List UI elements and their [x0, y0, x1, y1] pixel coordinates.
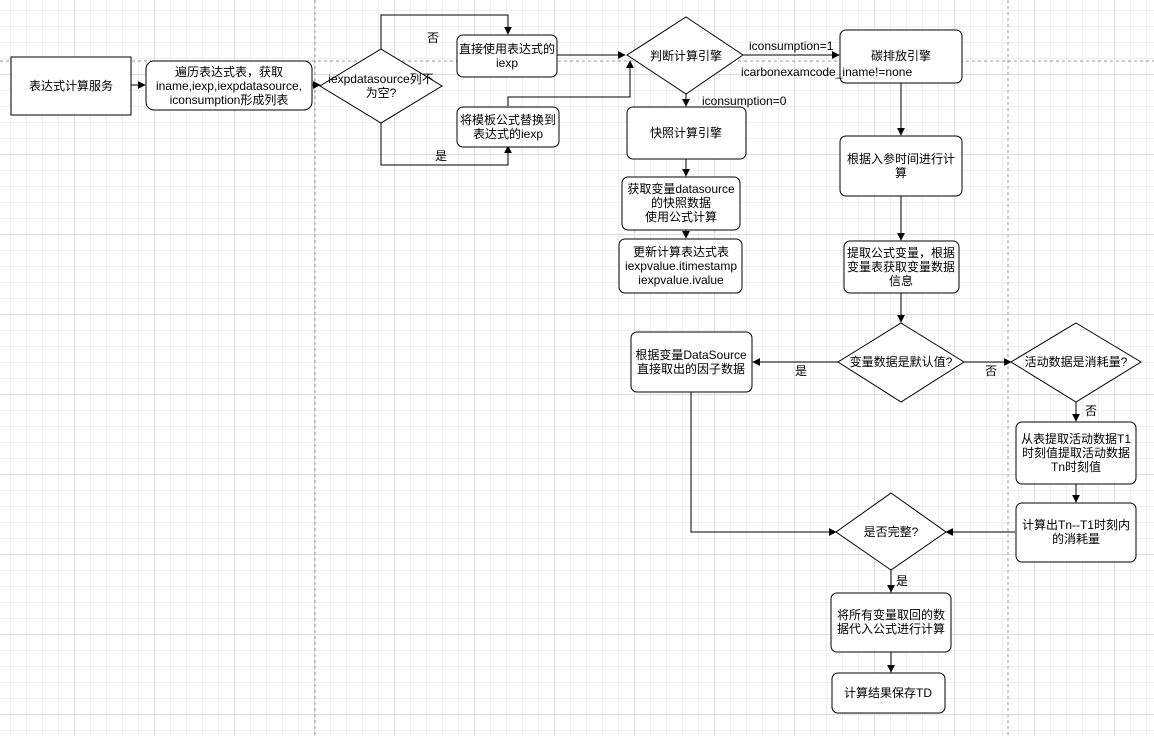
- node-direct-text-line: 直接使用表达式的: [459, 41, 555, 56]
- node-carbon: 碳排放引擎: [839, 29, 963, 84]
- label-iconsumption-0: iconsumption=0: [702, 94, 787, 108]
- node-activity-text-line: 时刻值提取活动数据: [1022, 445, 1130, 460]
- node-snapshot-text-line: 快照计算引擎: [650, 125, 722, 140]
- label-yes-complete: 是: [896, 574, 908, 588]
- node-direct-text-line: iexp: [496, 56, 518, 70]
- node-snap-fetch-text-line: 的快照数据: [651, 195, 711, 210]
- node-is-default-text-line: 变量数据是默认值?: [850, 354, 953, 369]
- node-complete: 是否完整?: [835, 492, 947, 571]
- node-carbon-text: 碳排放引擎: [871, 48, 931, 63]
- node-by-time-text-line: 根据入参时间进行计: [847, 151, 955, 166]
- edge-factor-complete: [690, 392, 837, 536]
- node-factor-text-line: 直接取出的因子数据: [637, 361, 745, 376]
- node-replace: 将模板公式替换到表达式的iexp: [456, 106, 560, 148]
- node-snap-fetch-text-line: 获取变量datasource: [627, 181, 735, 196]
- label-iname-condition: icarbonexamcode_iname!=none: [741, 65, 912, 79]
- node-traverse-text-line: 遍历表达式表，获取: [175, 65, 283, 79]
- node-is-consumption: 活动数据是消耗量?: [1010, 322, 1142, 403]
- label-no-default: 否: [985, 364, 997, 378]
- node-by-time-text-line: 算: [895, 165, 907, 180]
- node-judge: 判断计算引擎: [626, 16, 744, 95]
- node-is-default: 变量数据是默认值?: [837, 322, 965, 403]
- node-extract-text-line: 变量表获取变量数据: [847, 259, 955, 274]
- node-judge-text-line: 判断计算引擎: [650, 48, 722, 63]
- node-service: 表达式计算服务: [10, 56, 132, 116]
- edge-replace-judge: [507, 60, 634, 106]
- node-snap-fetch-text-line: 使用公式计算: [645, 209, 717, 224]
- node-extract: 提取公式变量，根据变量表获取变量数据信息: [843, 240, 960, 294]
- node-is-consumption-text-line: 活动数据是消耗量?: [1025, 354, 1128, 369]
- label-yes-default: 是: [795, 364, 807, 378]
- node-extract-text-line: 信息: [889, 273, 913, 288]
- node-ds-check-text: iexpdatasource列不为空?: [328, 72, 433, 100]
- node-by-time: 根据入参时间进行计算: [839, 135, 963, 197]
- node-judge-text: 判断计算引擎: [650, 48, 722, 63]
- label-no-consumption: 否: [1085, 404, 1097, 418]
- edges: [131, 14, 1080, 673]
- node-snap-update-text-line: iexpvalue.ivalue: [638, 273, 724, 287]
- node-complete-text: 是否完整?: [864, 524, 919, 539]
- node-ds-check-text-line: 为空?: [366, 86, 397, 100]
- edge-check-no-direct: [380, 14, 512, 49]
- node-activity-text-line: 从表提取活动数据T1: [1021, 431, 1131, 446]
- node-replace-text-line: 表达式的iexp: [473, 126, 543, 141]
- label-yes-bottom: 是: [435, 149, 447, 163]
- node-replace-text: 将模板公式替换到表达式的iexp: [460, 113, 556, 141]
- node-save-text: 计算结果保存TD: [844, 685, 932, 700]
- node-snapshot-text: 快照计算引擎: [650, 125, 722, 140]
- edge-check-yes-replace: [380, 123, 512, 166]
- edge-labels: 否 是 iconsumption=1 icarbonexamcode_iname…: [427, 31, 1097, 588]
- node-replace-text-line: 将模板公式替换到: [460, 113, 556, 127]
- node-substitute-text: 将所有变量取回的数据代入公式进行计算: [837, 607, 945, 636]
- node-extract-text-line: 提取公式变量，根据: [847, 245, 955, 260]
- node-service-text-line: 表达式计算服务: [29, 78, 113, 93]
- node-consumption-calc-text-line: 计算出Tn--T1时刻内: [1022, 517, 1130, 532]
- label-no-top: 否: [427, 31, 439, 45]
- node-activity-text-line: Tn时刻值: [1051, 459, 1101, 474]
- label-iconsumption-1: iconsumption=1: [749, 39, 834, 53]
- node-traverse-text-line: iconsumption形成列表: [170, 93, 289, 107]
- node-complete-text-line: 是否完整?: [864, 524, 919, 539]
- node-snap-update-text-line: iexpvalue.itimestamp: [625, 259, 737, 273]
- node-consumption-calc: 计算出Tn--T1时刻内的消耗量: [1015, 502, 1137, 563]
- node-extract-text: 提取公式变量，根据变量表获取变量数据信息: [847, 245, 955, 288]
- node-substitute-text-line: 将所有变量取回的数: [837, 607, 945, 622]
- node-ds-check-text-line: iexpdatasource列不: [328, 72, 433, 86]
- node-substitute: 将所有变量取回的数据代入公式进行计算: [830, 592, 952, 653]
- node-factor-text-line: 根据变量DataSource: [635, 347, 747, 362]
- node-carbon-text-line: 碳排放引擎: [871, 48, 931, 63]
- node-consumption-calc-text: 计算出Tn--T1时刻内的消耗量: [1022, 517, 1130, 546]
- node-save-text-line: 计算结果保存TD: [844, 685, 932, 700]
- node-traverse-text-line: iname,iexp,iexpdatasource,: [156, 79, 302, 93]
- node-is-consumption-text: 活动数据是消耗量?: [1025, 354, 1128, 369]
- node-consumption-calc-text-line: 的消耗量: [1052, 531, 1100, 546]
- node-ds-check: iexpdatasource列不为空?: [319, 48, 443, 124]
- node-by-time-text: 根据入参时间进行计算: [847, 151, 955, 180]
- node-snapshot: 快照计算引擎: [626, 106, 747, 160]
- node-snap-update-text-line: 更新计算表达式表: [633, 244, 729, 259]
- node-is-default-text: 变量数据是默认值?: [850, 354, 953, 369]
- node-substitute-text-line: 据代入公式进行计算: [837, 621, 945, 636]
- node-save: 计算结果保存TD: [831, 672, 946, 714]
- node-service-text: 表达式计算服务: [29, 78, 113, 93]
